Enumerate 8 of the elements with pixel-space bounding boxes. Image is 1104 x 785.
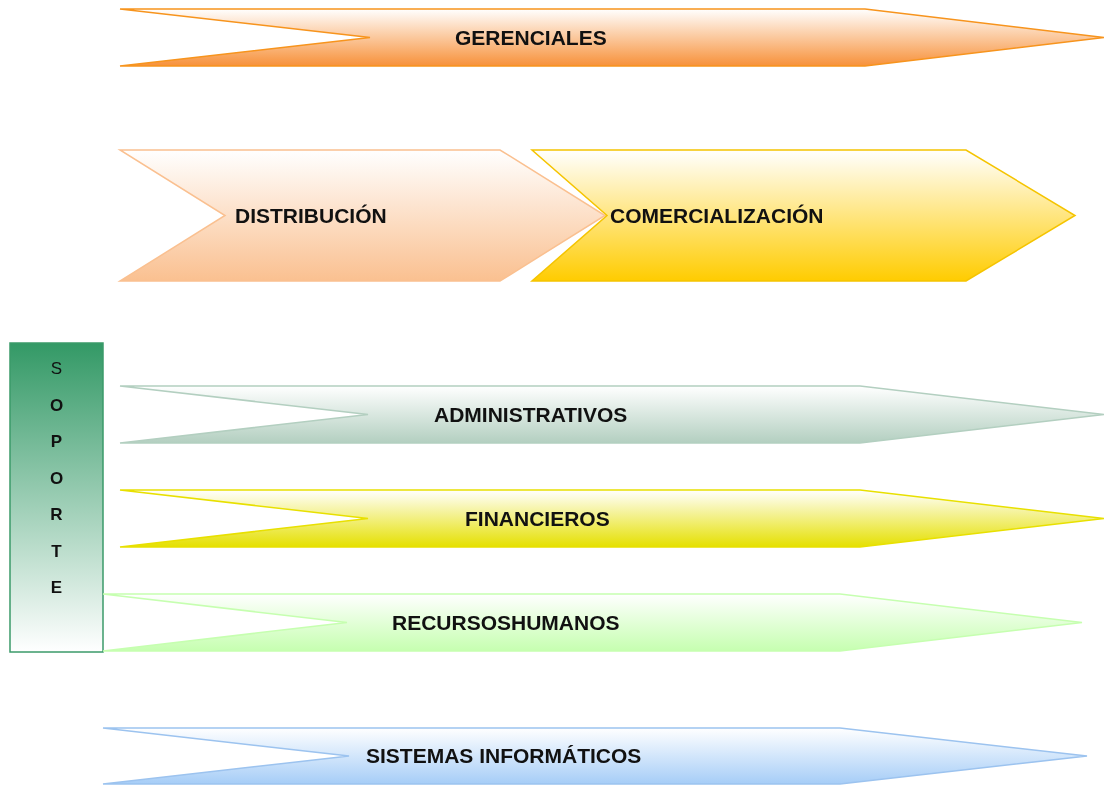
arrow-label: DISTRIBUCIÓN	[235, 204, 387, 226]
arrow-label: SISTEMAS INFORMÁTICOS	[366, 745, 642, 766]
arrow-label: FINANCIEROS	[465, 507, 610, 529]
arrow-label: RECURSOSHUMANOS	[392, 611, 620, 633]
arrow-label: COMERCIALIZACIÓN	[610, 204, 824, 226]
arrow-label: ADMINISTRATIVOS	[434, 403, 628, 425]
arrow-label: GERENCIALES	[455, 26, 607, 48]
vertical-label: SOPORTE	[48, 358, 65, 600]
